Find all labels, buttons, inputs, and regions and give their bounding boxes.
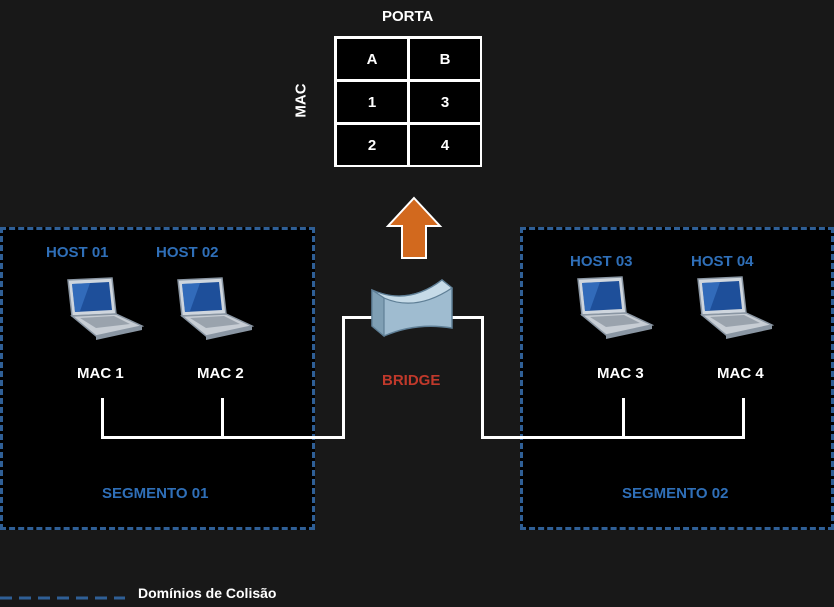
mac-port-table: A B 1 3 2 4 (334, 36, 482, 167)
wire (221, 398, 224, 439)
segment-02-collision-domain (520, 227, 834, 530)
bridge-icon (371, 279, 454, 338)
segment-01-label: SEGMENTO 01 (102, 485, 209, 502)
wire (742, 398, 745, 439)
wire (101, 398, 104, 439)
wire (481, 316, 484, 439)
wire (342, 316, 374, 319)
table-cell-2-2: 4 (410, 125, 480, 165)
host-01-label: HOST 01 (46, 244, 109, 261)
laptop-icon (177, 277, 254, 340)
bridge-label: BRIDGE (382, 372, 441, 389)
host-03-label: HOST 03 (570, 253, 633, 270)
mac-2-label: MAC 2 (197, 365, 244, 382)
table-cell-1-1: 1 (337, 82, 407, 122)
mac-4-label: MAC 4 (717, 365, 764, 382)
host-02-label: HOST 02 (156, 244, 219, 261)
legend-dashed-line (0, 596, 125, 600)
wire (101, 436, 345, 439)
host-04-label: HOST 04 (691, 253, 754, 270)
laptop-icon (577, 276, 654, 339)
arrow-up-icon (385, 196, 443, 259)
segment-02-label: SEGMENTO 02 (622, 485, 729, 502)
laptop-icon (697, 276, 774, 339)
table-cell-2-1: 2 (337, 125, 407, 165)
mac-1-label: MAC 1 (77, 365, 124, 382)
legend-label: Domínios de Colisão (138, 585, 277, 601)
wire (481, 436, 745, 439)
wire (452, 316, 484, 319)
wire (342, 316, 345, 439)
laptop-icon (67, 277, 144, 340)
table-header-b: B (410, 39, 480, 79)
table-header-a: A (337, 39, 407, 79)
wire (622, 398, 625, 439)
table-title: PORTA (382, 8, 434, 25)
table-side-label: MAC (292, 83, 310, 118)
mac-3-label: MAC 3 (597, 365, 644, 382)
segment-01-collision-domain (0, 227, 315, 530)
table-cell-1-2: 3 (410, 82, 480, 122)
